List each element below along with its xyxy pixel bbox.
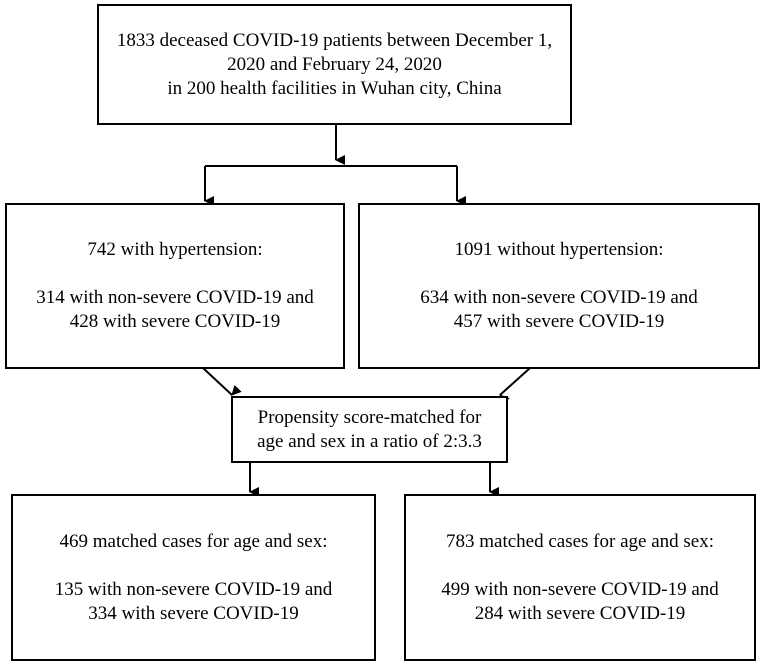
propensity-box: Propensity score-matched for age and sex… [231, 396, 508, 463]
hypertension-line1: 314 with non-severe COVID-19 and [36, 287, 314, 308]
arrow-left-to-middle [202, 367, 242, 396]
matched-hypertension-line2: 334 with severe COVID-19 [88, 602, 299, 624]
matched-hypertension-box: 469 matched cases for age and sex: 135 w… [11, 494, 376, 661]
propensity-line1: Propensity score-matched for [257, 406, 482, 428]
top-box-line2: 2020 and February 24, 2020 [227, 53, 442, 75]
no-hypertension-heading: 1091 without hypertension: [454, 239, 664, 260]
matched-no-hypertension-line2: 284 with severe COVID-19 [474, 602, 686, 624]
matched-hypertension-line1: 135 with non-severe COVID-19 and [54, 578, 333, 600]
no-hypertension-line2: 457 with severe COVID-19 [453, 311, 665, 332]
top-box: 1833 deceased COVID-19 patients between … [97, 4, 572, 125]
propensity-line2: age and sex in a ratio of 2:3.3 [257, 430, 482, 452]
arrow-right-to-middle [499, 367, 531, 406]
matched-no-hypertension-heading: 783 matched cases for age and sex: [445, 530, 714, 552]
hypertension-box: 742 with hypertension: 314 with non-seve… [5, 203, 345, 369]
matched-no-hypertension-box: 783 matched cases for age and sex: 499 w… [404, 494, 756, 661]
hypertension-heading: 742 with hypertension: [87, 239, 263, 260]
top-box-line3: in 200 health facilities in Wuhan city, … [167, 77, 502, 99]
top-box-line1: 1833 deceased COVID-19 patients between … [116, 29, 553, 51]
hypertension-line2: 428 with severe COVID-19 [69, 311, 281, 332]
matched-no-hypertension-line1: 499 with non-severe COVID-19 and [441, 578, 719, 600]
no-hypertension-line1: 634 with non-severe COVID-19 and [420, 287, 698, 308]
matched-hypertension-heading: 469 matched cases for age and sex: [59, 530, 328, 552]
no-hypertension-box: 1091 without hypertension: 634 with non-… [358, 203, 760, 369]
